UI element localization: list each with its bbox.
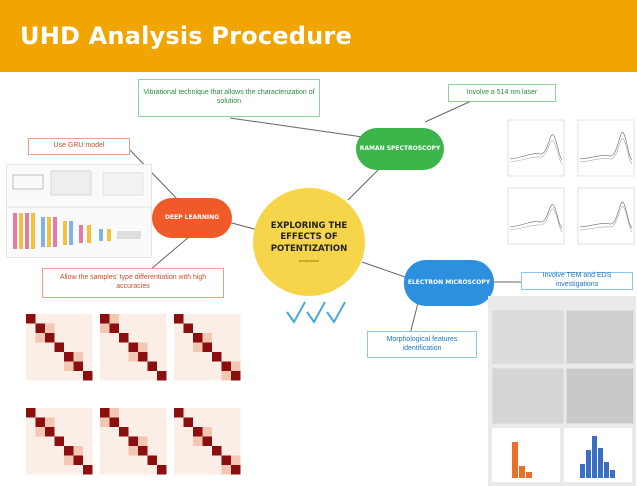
note-vibrational: Vibrational technique that allows the ch… (138, 79, 320, 117)
central-topic-subtitle: acceptance (298, 258, 320, 264)
node-deep-learning: DEEP LEARNING (152, 198, 232, 238)
note-morphological: Morphological features identification (367, 331, 477, 358)
page-title: UHD Analysis Procedure (20, 22, 352, 50)
note-gru: Use GRU model (28, 138, 130, 155)
confusion-matrices-image (26, 314, 241, 475)
central-topic: EXPLORING THE EFFECTS OF POTENTIZATION a… (253, 188, 365, 296)
node-raman: RAMAN SPECTROSCOPY (356, 128, 444, 170)
tem-images (488, 296, 636, 486)
eds-histograms (492, 428, 632, 482)
gru-architecture-image (6, 164, 152, 258)
node-electron-microscopy: ELECTRON MICROSCOPY (404, 260, 494, 306)
raman-spectra-image (507, 119, 635, 245)
central-topic-title: EXPLORING THE EFFECTS OF POTENTIZATION (270, 220, 348, 254)
note-tem-eds: Involve TEM and EDS investigations (521, 272, 633, 290)
header-banner: UHD Analysis Procedure (0, 0, 637, 72)
checkmark-icons (286, 301, 346, 324)
note-samples: Allow the samples' type differentiation … (42, 268, 224, 298)
note-involve-laser: Involve a 514 nm laser (448, 84, 556, 102)
